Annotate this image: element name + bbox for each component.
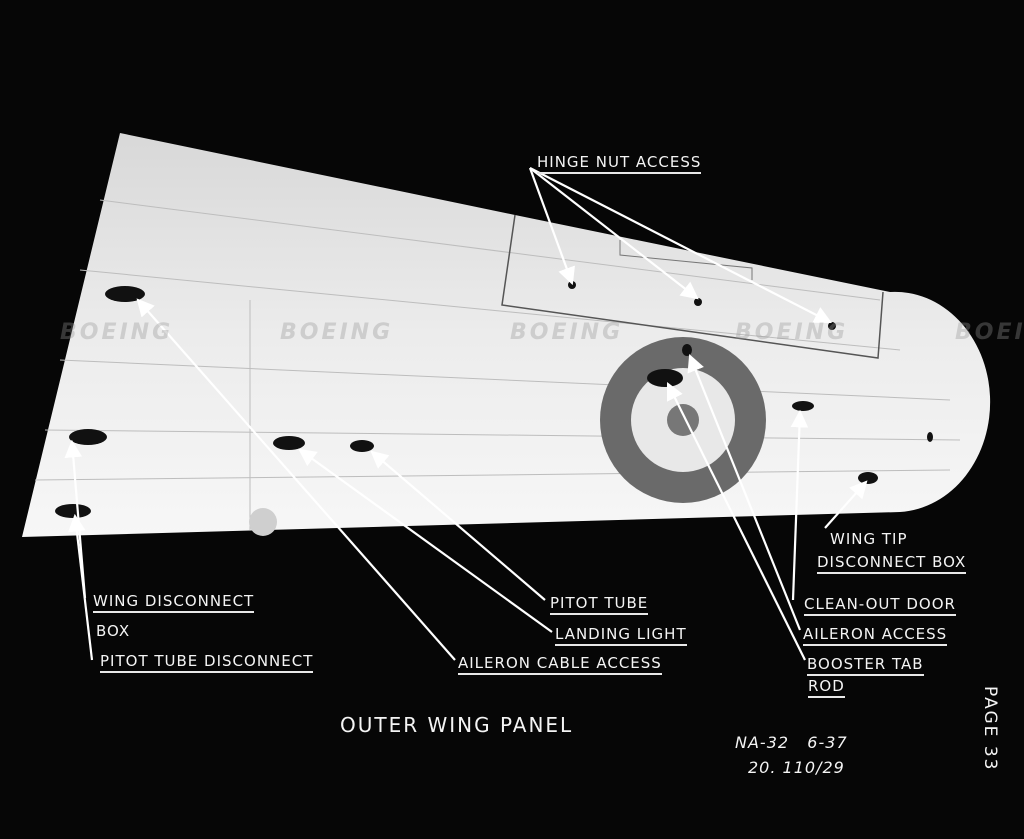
label-aileron-access: AILERON ACCESS xyxy=(803,625,948,646)
label-wing-disconnect: WING DISCONNECT xyxy=(93,592,255,613)
leader-arrows xyxy=(64,167,868,661)
watermark: BOEING xyxy=(510,320,624,345)
label-wing-tip: WING TIP xyxy=(830,530,908,548)
label-hinge-nut-access: HINGE NUT ACCESS xyxy=(537,153,702,174)
roundel xyxy=(600,337,766,503)
page-number: PAGE 33 xyxy=(980,686,1000,772)
watermark: BOEING xyxy=(955,320,1024,345)
label-booster-tab-rod: ROD xyxy=(808,677,845,698)
label-clean-out-door: CLEAN-OUT DOOR xyxy=(804,595,956,616)
diagram-title: OUTER WING PANEL xyxy=(340,713,574,737)
label-pitot-tube-disconnect: PITOT TUBE DISCONNECT xyxy=(100,652,314,673)
watermark: BOEING xyxy=(735,320,849,345)
aileron-outline xyxy=(501,214,884,359)
landing-light-fairing xyxy=(249,508,277,536)
label-wing-tip-disconnect-box: DISCONNECT BOX xyxy=(817,553,967,574)
label-booster-tab: BOOSTER TAB xyxy=(807,655,924,676)
label-pitot-tube: PITOT TUBE xyxy=(550,594,649,615)
watermark: BOEING xyxy=(280,320,394,345)
watermark: BOEING xyxy=(60,320,174,345)
access-holes xyxy=(55,281,933,518)
reference-code: 20. 110/29 xyxy=(748,758,845,777)
label-wing-disconnect-box: BOX xyxy=(96,622,131,640)
label-landing-light: LANDING LIGHT xyxy=(555,625,687,646)
reference-number: NA-32 6-37 xyxy=(735,733,848,752)
label-aileron-cable-access: AILERON CABLE ACCESS xyxy=(458,654,662,675)
